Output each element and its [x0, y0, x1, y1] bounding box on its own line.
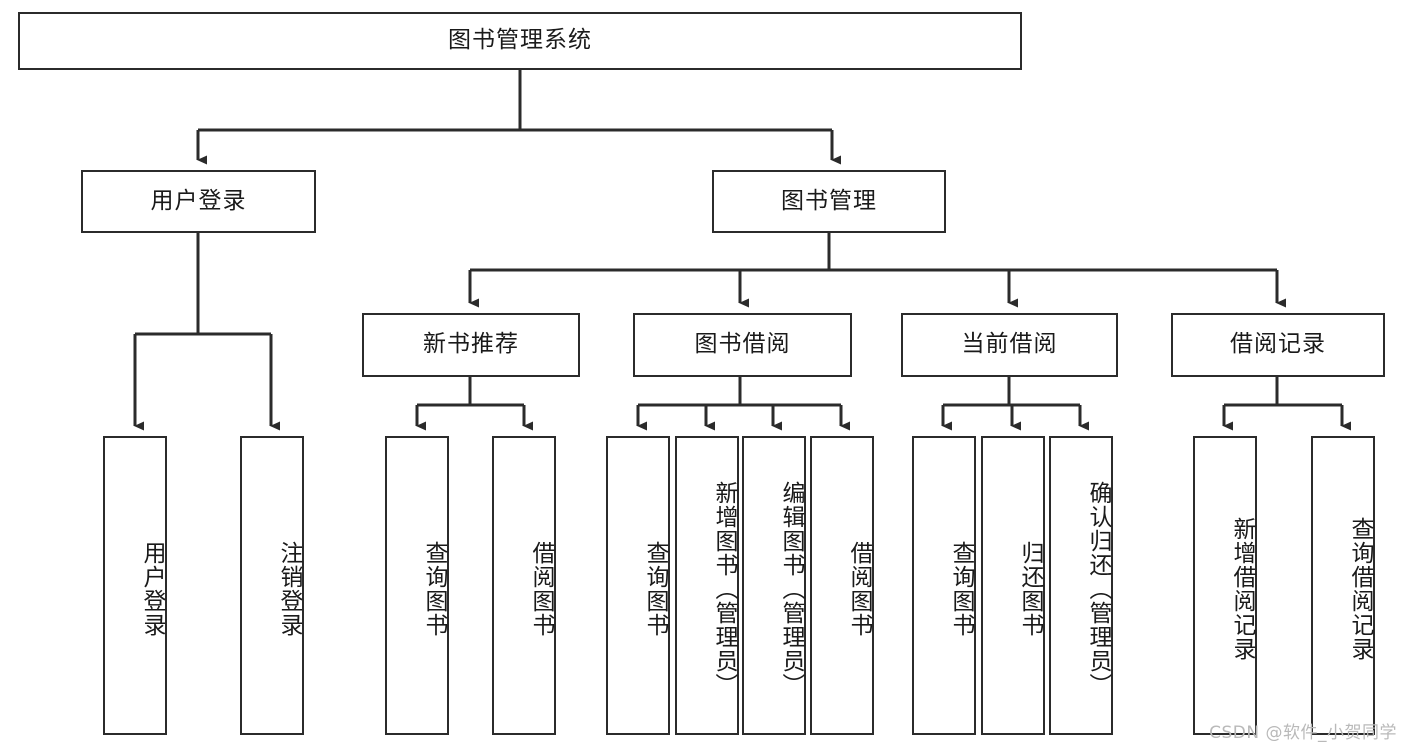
- node-label: 新增借阅记录: [1229, 516, 1255, 661]
- leaf-user-login-logout[interactable]: 注销登录: [240, 436, 304, 735]
- node-user-login[interactable]: 用户登录: [81, 170, 316, 233]
- node-label: 注销登录: [276, 540, 302, 637]
- node-label: 借阅图书: [846, 540, 872, 637]
- node-label: 用户登录: [150, 187, 247, 214]
- leaf-new-book-borrow[interactable]: 借阅图书: [492, 436, 556, 735]
- node-label: 图书借阅: [694, 331, 791, 358]
- node-label: 查询借阅记录: [1347, 516, 1373, 661]
- node-label: 查询图书: [642, 540, 668, 637]
- node-label: 确认归还（管理员）: [1085, 480, 1111, 697]
- node-label: 编辑图书（管理员）: [778, 480, 804, 697]
- watermark-csdn: CSDN @软件_小贺同学: [1209, 723, 1397, 743]
- leaf-borrow-record-query[interactable]: 查询借阅记录: [1311, 436, 1375, 735]
- node-current-borrow[interactable]: 当前借阅: [901, 313, 1118, 377]
- node-label: 新书推荐: [423, 331, 519, 358]
- node-borrow-record[interactable]: 借阅记录: [1171, 313, 1385, 377]
- node-label: 借阅记录: [1230, 331, 1326, 358]
- node-book-borrow[interactable]: 图书借阅: [633, 313, 852, 377]
- leaf-user-login-login[interactable]: 用户登录: [103, 436, 167, 735]
- leaf-current-borrow-query[interactable]: 查询图书: [912, 436, 976, 735]
- node-label: 借阅图书: [528, 540, 554, 637]
- leaf-book-borrow-edit[interactable]: 编辑图书（管理员）: [742, 436, 806, 735]
- node-label: 查询图书: [421, 540, 447, 637]
- leaf-borrow-record-add[interactable]: 新增借阅记录: [1193, 436, 1257, 735]
- node-root-system[interactable]: 图书管理系统: [18, 12, 1022, 70]
- node-label: 查询图书: [948, 540, 974, 637]
- leaf-current-borrow-confirm-return[interactable]: 确认归还（管理员）: [1049, 436, 1113, 735]
- node-book-management[interactable]: 图书管理: [712, 170, 946, 233]
- leaf-new-book-query[interactable]: 查询图书: [385, 436, 449, 735]
- node-label: 归还图书: [1017, 540, 1043, 637]
- node-new-book-recommend[interactable]: 新书推荐: [362, 313, 580, 377]
- node-label: 图书管理系统: [448, 27, 592, 54]
- node-label: 当前借阅: [961, 331, 1058, 358]
- node-label: 图书管理: [781, 187, 877, 214]
- leaf-current-borrow-return[interactable]: 归还图书: [981, 436, 1045, 735]
- leaf-book-borrow-add[interactable]: 新增图书（管理员）: [675, 436, 739, 735]
- node-label: 用户登录: [139, 540, 165, 637]
- leaf-book-borrow-query[interactable]: 查询图书: [606, 436, 670, 735]
- node-label: 新增图书（管理员）: [711, 480, 737, 697]
- leaf-book-borrow-borrow[interactable]: 借阅图书: [810, 436, 874, 735]
